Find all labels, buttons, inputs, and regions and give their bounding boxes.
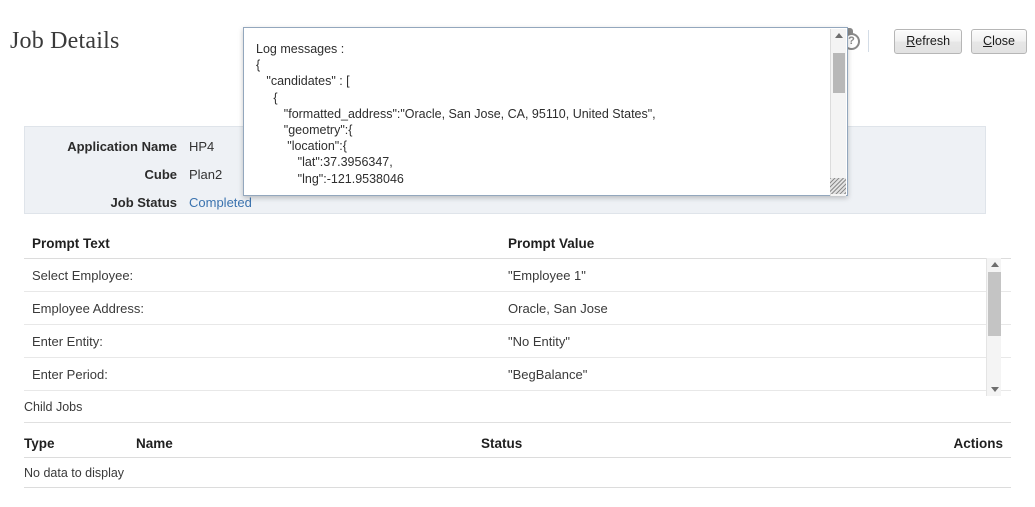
column-header-prompt-text: Prompt Text — [32, 235, 110, 251]
child-jobs-divider — [24, 422, 1011, 423]
info-row-cube: Cube Plan2 — [25, 160, 985, 188]
cell-prompt-value: "BegBalance" — [508, 366, 588, 382]
job-status-link[interactable]: Completed — [189, 194, 252, 210]
prompt-table: Prompt Text Prompt Value Select Employee… — [24, 228, 1011, 396]
cell-prompt-value: Oracle, San Jose — [508, 300, 608, 316]
prompt-table-header: Prompt Text Prompt Value — [24, 228, 1011, 259]
close-mnemonic: C — [983, 33, 993, 48]
child-jobs-table-header: Type Name Status Actions — [24, 430, 1011, 458]
log-popup-scrollbar[interactable] — [830, 29, 846, 196]
scroll-up-arrow-icon[interactable] — [835, 33, 843, 38]
log-messages-heading: Log messages : — [256, 42, 345, 56]
prompt-table-body: Select Employee: "Employee 1" Employee A… — [24, 259, 1011, 395]
refresh-button[interactable]: Refresh — [894, 28, 963, 54]
cell-prompt-text: Select Employee: — [32, 267, 134, 283]
cell-prompt-text: Enter Entity: — [32, 333, 103, 349]
refresh-label-rest: efresh — [915, 33, 951, 48]
table-row[interactable]: Enter Period: "BegBalance" — [24, 358, 1011, 391]
info-value-application-name: HP4 — [189, 138, 215, 154]
column-header-prompt-value: Prompt Value — [508, 235, 595, 251]
scroll-up-arrow-icon[interactable] — [991, 262, 999, 267]
log-messages-content: Log messages : { "candidates" : [ { "for… — [244, 28, 824, 195]
scroll-down-arrow-icon[interactable] — [991, 387, 999, 392]
log-messages-popup: Log messages : { "candidates" : [ { "for… — [243, 27, 848, 196]
table-row[interactable]: Enter Entity: "No Entity" — [24, 325, 1011, 358]
page-title: Job Details — [10, 28, 120, 54]
cell-prompt-text: Employee Address: — [32, 300, 145, 316]
table-row[interactable]: Employee Address: Oracle, San Jose — [24, 292, 1011, 325]
refresh-mnemonic: R — [906, 33, 916, 48]
cell-prompt-text: Enter Period: — [32, 366, 108, 382]
column-header-actions: Actions — [953, 436, 1003, 451]
info-label-cube: Cube — [144, 166, 178, 182]
cell-prompt-value: "No Entity" — [508, 333, 570, 349]
toolbar-divider — [868, 30, 870, 52]
action-bar: Refresh Close — [868, 26, 1027, 56]
child-jobs-empty-message: No data to display — [24, 458, 1011, 488]
info-value-cube: Plan2 — [189, 166, 223, 182]
popup-callout-tail — [0, 155, 18, 195]
cell-prompt-value: "Employee 1" — [508, 267, 586, 283]
info-row-application-name: Application Name HP4 — [25, 132, 985, 160]
column-header-status: Status — [481, 436, 523, 451]
resize-grip-icon[interactable] — [830, 178, 846, 194]
info-label-job-status: Job Status — [110, 194, 177, 210]
close-label-rest: lose — [992, 33, 1015, 48]
scrollbar-thumb[interactable] — [988, 272, 1001, 336]
prompt-table-scrollbar[interactable] — [986, 258, 1001, 396]
column-header-name: Name — [136, 436, 173, 451]
info-row-job-status: Job Status Completed — [25, 188, 985, 216]
log-messages-body: { "candidates" : [ { "formatted_address"… — [256, 58, 656, 186]
scrollbar-thumb[interactable] — [833, 53, 845, 93]
table-row[interactable]: Select Employee: "Employee 1" — [24, 259, 1011, 292]
info-label-application-name: Application Name — [67, 138, 177, 154]
child-jobs-section-label: Child Jobs — [24, 400, 83, 414]
close-button[interactable]: Close — [971, 28, 1027, 54]
column-header-type: Type — [24, 436, 55, 451]
child-jobs-table: Type Name Status Actions No data to disp… — [24, 430, 1011, 488]
